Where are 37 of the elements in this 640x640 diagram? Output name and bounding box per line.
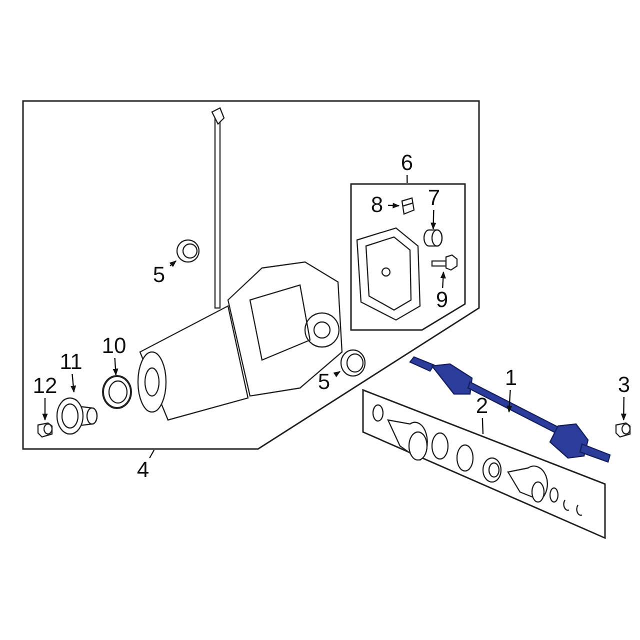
- leader-arrow: [388, 202, 400, 208]
- callout-number: 3: [613, 373, 635, 397]
- leader-arrow: [169, 260, 177, 268]
- nut-drawing: [36, 420, 54, 438]
- oil-seal-drawing: [101, 375, 133, 409]
- callout-number: 5: [313, 370, 335, 394]
- leader-arrow: [440, 271, 446, 288]
- callout-number: 7: [423, 186, 445, 210]
- sleeve-drawing: [423, 229, 443, 247]
- callout-number: 6: [396, 151, 418, 175]
- parts-group-outline: [350, 183, 466, 331]
- leader-arrow: [112, 358, 118, 376]
- callout-number: 11: [56, 350, 86, 374]
- callout-number: 8: [366, 193, 388, 217]
- leader-arrow: [333, 371, 341, 378]
- leader-line: [482, 418, 484, 434]
- leader-arrow: [430, 210, 436, 230]
- oil-seal-drawing: [340, 349, 366, 377]
- callout-number: 1: [500, 366, 522, 390]
- leader-arrow: [42, 398, 48, 421]
- nut-drawing: [614, 420, 633, 439]
- leader-line: [406, 175, 408, 183]
- leader-arrow: [70, 374, 76, 393]
- oil-seal-drawing: [176, 239, 200, 263]
- callout-number: 5: [148, 263, 170, 287]
- cap-drawing: [399, 197, 416, 215]
- callout-number: 2: [471, 394, 493, 418]
- parts-group-outline: [362, 389, 606, 539]
- leader-arrow: [506, 390, 512, 413]
- callout-number: 10: [99, 334, 129, 358]
- axle-shaft-drawing: [410, 354, 612, 464]
- callout-number: 9: [431, 288, 453, 312]
- leader-arrow: [620, 397, 626, 421]
- bolt-drawing: [430, 254, 458, 272]
- callout-number: 4: [132, 458, 154, 482]
- callout-number: 12: [30, 374, 60, 398]
- leader-line: [149, 450, 155, 458]
